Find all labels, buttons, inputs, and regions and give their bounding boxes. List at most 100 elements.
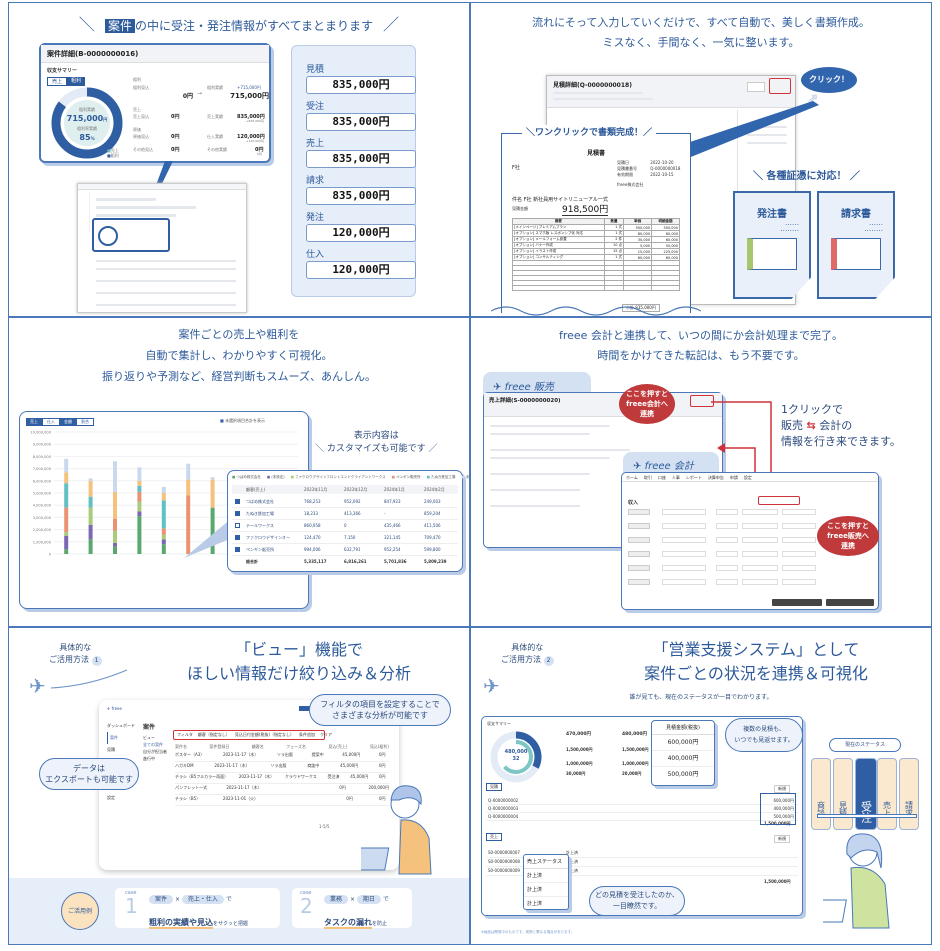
account-field[interactable]: [662, 551, 706, 557]
row-checkbox[interactable]: [235, 511, 240, 516]
column-header[interactable]: 顧客名: [251, 744, 264, 749]
accounting-nav-item[interactable]: 人事: [671, 475, 680, 480]
panel2-heading-1: 流れにそって入力していくだけで、すべて自動で、美しく書類作成。: [532, 16, 870, 29]
account-field[interactable]: [662, 523, 706, 529]
row-checkbox[interactable]: [235, 523, 240, 528]
accounting-nav-item[interactable]: レポート: [685, 475, 702, 480]
column-header[interactable]: 案件名: [175, 744, 187, 749]
memo-field[interactable]: [742, 509, 778, 515]
toggle-sales[interactable]: 売上: [47, 77, 68, 86]
column-header[interactable]: 案件登録日: [209, 744, 230, 749]
accounting-nav-item[interactable]: ホーム: [626, 475, 638, 480]
view-item[interactable]: ビュー: [143, 735, 155, 740]
bar-segment: [64, 483, 69, 508]
entry-type-field[interactable]: [628, 579, 650, 585]
filter-chip[interactable]: 顧客（指定なし）: [197, 732, 230, 737]
memo-field[interactable]: [742, 537, 778, 543]
sidebar-item[interactable]: 案件: [107, 732, 135, 744]
amount-field[interactable]: [716, 551, 738, 557]
pagination[interactable]: 1-5/5: [319, 824, 330, 829]
account-field[interactable]: [662, 579, 706, 585]
item-field[interactable]: [782, 509, 816, 515]
item-field[interactable]: [782, 523, 816, 529]
filter-chip[interactable]: 見込日付金額(税抜)（指定なし）: [234, 732, 295, 737]
toggle-profit[interactable]: 粗利: [67, 77, 86, 86]
amount-field[interactable]: [716, 509, 738, 515]
amount-value: 120,000円: [306, 261, 416, 279]
filter-chip[interactable]: 条件追加: [299, 732, 316, 737]
memo-field[interactable]: [742, 579, 778, 585]
accounting-nav-item[interactable]: 口座: [657, 475, 666, 480]
entry-type-field[interactable]: [628, 565, 650, 571]
amount-field[interactable]: [716, 537, 738, 543]
entry-type-field[interactable]: [628, 551, 650, 557]
view-item[interactable]: 自分が担当者: [143, 749, 167, 754]
memo-field[interactable]: [742, 523, 778, 529]
link-to-accounting-button[interactable]: [690, 395, 714, 407]
profit-forecast: 0円: [182, 93, 193, 100]
row-checkbox[interactable]: [235, 499, 240, 504]
bar-segment: [113, 546, 117, 554]
accounting-nav-item[interactable]: 取引: [643, 475, 652, 480]
bubble-quotes: 複数の見積も、いつでも見返せます。: [725, 718, 803, 752]
memo-field[interactable]: [742, 551, 778, 557]
item-field[interactable]: [782, 551, 816, 557]
summary-toggle[interactable]: 売上 粗利: [47, 77, 86, 86]
amount-field[interactable]: [716, 523, 738, 529]
deal-detail-card: 案件詳細(B-0000000016) 収支サマリー 売上 粗利 粗利実績 715…: [39, 43, 271, 163]
edit-button[interactable]: [747, 82, 765, 92]
entry-type-field[interactable]: [628, 509, 650, 515]
unselected-toggle[interactable]: ■ 未選択項目合計を表示: [220, 418, 266, 423]
entry-type-field[interactable]: [628, 537, 650, 543]
memo-field[interactable]: [742, 565, 778, 571]
accounting-nav-item[interactable]: 決算申告: [707, 475, 724, 480]
account-field[interactable]: [662, 537, 706, 543]
amount-field[interactable]: [716, 579, 738, 585]
filter-chip[interactable]: クリア: [320, 732, 333, 737]
new-estimate-button[interactable]: 新規: [774, 785, 790, 793]
item-field[interactable]: [782, 565, 816, 571]
register-button[interactable]: [772, 599, 822, 606]
column-header[interactable]: 見込(売上): [328, 744, 348, 749]
column-header[interactable]: フェーズ名: [286, 744, 306, 749]
amount-field[interactable]: [716, 565, 738, 571]
accounting-nav-item[interactable]: 申請: [729, 475, 738, 480]
sidebar-item[interactable]: 設定: [107, 795, 115, 800]
filter-chip[interactable]: フィルタ: [177, 732, 193, 737]
account-field[interactable]: [662, 509, 706, 515]
bar-segment: [210, 477, 215, 480]
entry-type-field[interactable]: [628, 523, 650, 529]
panel2-heading-2: ミスなく、手間なく、一気に整います。: [602, 36, 800, 49]
item-field[interactable]: [782, 579, 816, 585]
view-item[interactable]: 全ての案件: [143, 742, 163, 747]
row-checkbox[interactable]: [235, 535, 240, 540]
bubble-filter: フィルタの項目を設定することでさまざまな分析が可能です: [309, 694, 451, 726]
column-header[interactable]: 見込(粗利): [369, 744, 389, 749]
new-sales-button[interactable]: 新規: [774, 835, 790, 843]
amount-value: 835,000円: [306, 113, 416, 131]
accounting-nav-item[interactable]: 設定: [743, 475, 752, 480]
filter-bar[interactable]: フィルタ顧客（指定なし） 見込日付金額(税抜)（指定なし） 条件追加クリア: [173, 730, 332, 740]
view-item[interactable]: 進行中: [143, 756, 155, 761]
sidebar-item[interactable]: ダッシュボード: [107, 723, 135, 728]
chart-toggle-a[interactable]: 売上 仕入: [26, 418, 60, 426]
item-field[interactable]: [782, 537, 816, 543]
chart-toggle-b[interactable]: 金額 割合: [60, 418, 94, 426]
account-field[interactable]: [662, 565, 706, 571]
register-checkbox-button[interactable]: [826, 599, 874, 606]
row-checkbox[interactable]: [235, 547, 240, 552]
link-to-sales-button[interactable]: [758, 496, 800, 505]
issue-button[interactable]: [769, 78, 791, 94]
sidebar-item[interactable]: 見積: [107, 747, 115, 752]
